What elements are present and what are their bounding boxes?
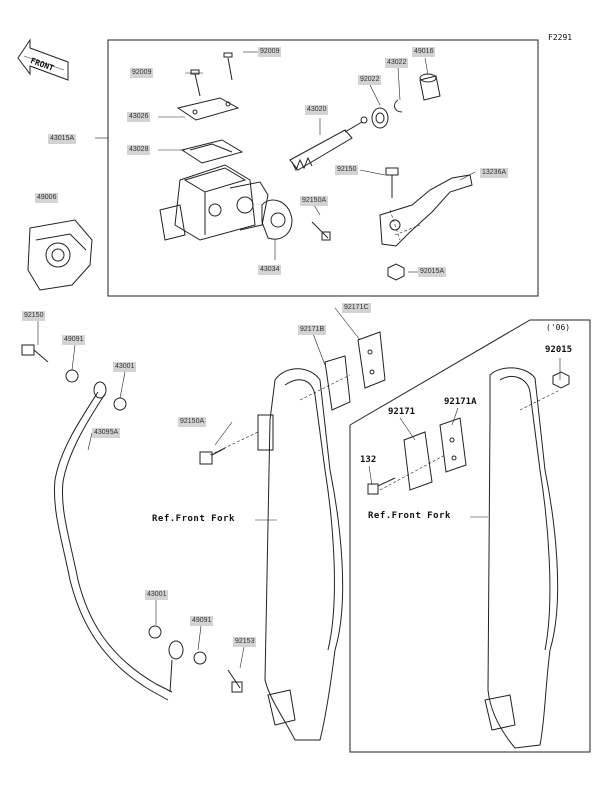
part-label-43095A[interactable]: 43095A [92, 428, 121, 438]
front-arrow-icon [17, 38, 69, 81]
part-label-43022[interactable]: 43022 [385, 58, 409, 68]
part-label-49006[interactable]: 49006 [35, 193, 59, 203]
bracket-92171 [403, 431, 433, 491]
ref-front-fork-right: Ref.Front Fork [368, 511, 451, 521]
right-fork-guard [484, 367, 559, 749]
part-label-43026[interactable]: 43026 [127, 112, 151, 122]
part-label-49016[interactable]: 49016 [412, 47, 436, 57]
part-label-92171A[interactable]: 92171A [444, 397, 477, 407]
clamp-43034 [261, 199, 293, 240]
lever-13236A [379, 174, 473, 247]
bracket-92171C [357, 331, 386, 389]
washer-43001b-icon [148, 625, 162, 639]
screw-92009-icon [190, 69, 201, 97]
clip-43022-icon [394, 99, 403, 113]
reservoir-cover-43026 [176, 97, 240, 121]
bracket-92171A [439, 417, 467, 473]
part-label-92150[interactable]: 92150 [335, 165, 359, 175]
part-label-132[interactable]: 132 [360, 455, 377, 465]
washer-43001-icon [113, 397, 127, 411]
part-label-43034[interactable]: 43034 [258, 265, 282, 275]
part-label-43020[interactable]: 43020 [305, 105, 329, 115]
part-label-43015A[interactable]: 43015A [48, 134, 77, 144]
bracket-92171B [324, 355, 351, 411]
part-label-92171C[interactable]: 92171C [342, 303, 371, 313]
washer-49091b-icon [193, 651, 207, 665]
master-cylinder-box [107, 39, 539, 297]
part-label-92153[interactable]: 92153 [233, 637, 257, 647]
banjo-bolt-92150-icon [21, 344, 49, 363]
variant-box [349, 319, 591, 753]
part-label-92015A[interactable]: 92015A [418, 267, 447, 277]
assembly-lines [209, 209, 561, 491]
part-label-43028[interactable]: 43028 [127, 145, 151, 155]
master-cylinder-body [159, 164, 269, 241]
part-label-92022[interactable]: 92022 [358, 75, 382, 85]
diaphragm-43028 [180, 139, 244, 164]
ref-front-fork-left: Ref.Front Fork [152, 514, 235, 524]
part-label-92150b[interactable]: 92150 [22, 311, 46, 321]
cover-49006 [27, 219, 93, 291]
part-label-43001a[interactable]: 43001 [113, 362, 137, 372]
bolt-92150A-icon [311, 221, 331, 241]
variant-note: ('06) [546, 323, 571, 332]
bolt-92153-icon [227, 669, 243, 693]
part-label-92009[interactable]: 92009 [130, 68, 154, 78]
pivot-bolt-92150-icon [385, 167, 399, 198]
brake-hose-43095A [53, 381, 184, 701]
diagram-code: F2291 [548, 33, 573, 42]
part-label-92171B[interactable]: 92171B [298, 325, 327, 335]
screw-92009b-icon [223, 52, 233, 81]
boot-49016 [419, 73, 441, 101]
bolt-132-icon [367, 477, 396, 495]
nut-92015A-icon [387, 263, 405, 281]
part-label-92009b[interactable]: 92009 [258, 47, 282, 57]
bolt-92150A-mid-icon [199, 447, 226, 465]
left-fork-guard [257, 368, 344, 741]
part-label-43001b[interactable]: 43001 [145, 590, 169, 600]
nut-92015-icon [552, 371, 570, 389]
part-label-92015[interactable]: 92015 [545, 345, 573, 355]
part-label-92150A-top[interactable]: 92150A [300, 196, 329, 206]
part-label-49091a[interactable]: 49091 [62, 335, 86, 345]
part-label-13236A[interactable]: 13236A [480, 168, 509, 178]
piston-43020 [289, 116, 368, 172]
part-label-49091b[interactable]: 49091 [190, 616, 214, 626]
leader-lines [37, 51, 561, 669]
washer-49091-icon [65, 369, 79, 383]
washer-92022-icon [371, 107, 389, 129]
part-label-92150A-mid[interactable]: 92150A [178, 417, 207, 427]
part-label-92171[interactable]: 92171 [388, 407, 416, 417]
